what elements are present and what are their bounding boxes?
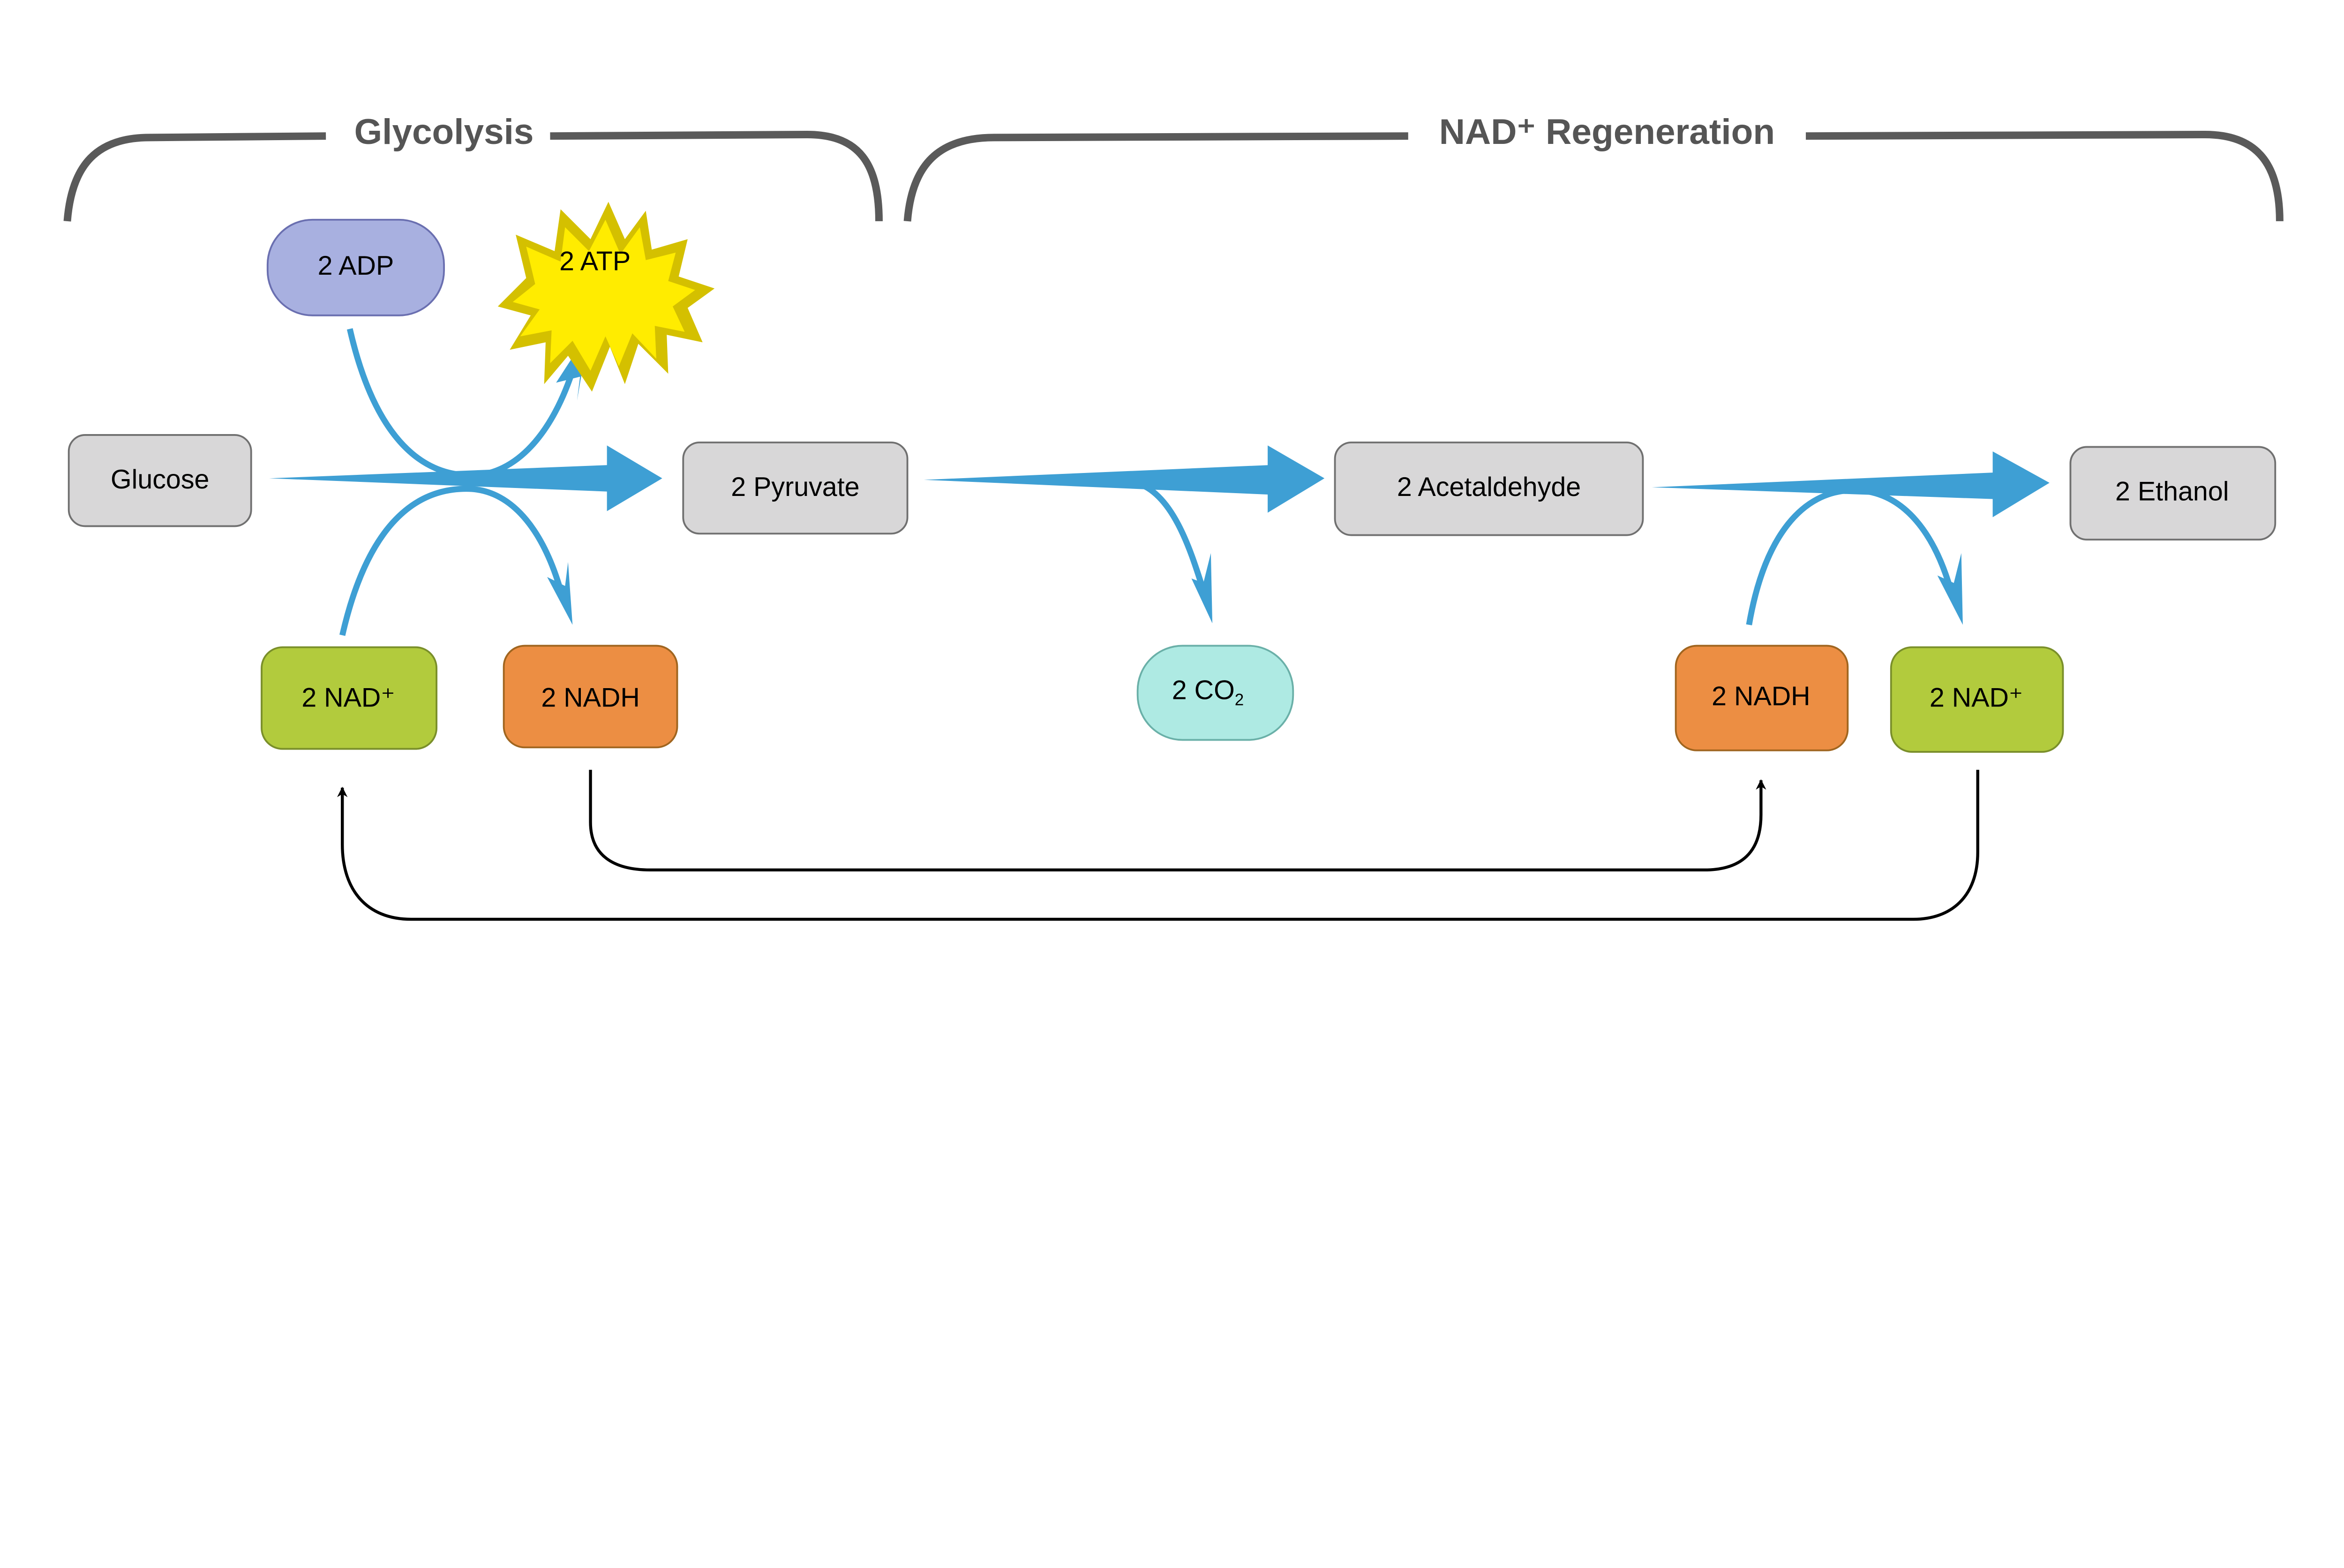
glucose-label: Glucose [111, 465, 209, 495]
acetaldehyde-box: 2 Acetaldehyde [1334, 441, 1644, 536]
arrow-pyruvate-to-acetaldehyde [924, 445, 1325, 513]
acetaldehyde-label: 2 Acetaldehyde [1397, 472, 1581, 502]
nad-right-arrowhead-icon [1937, 553, 1963, 625]
arrow-acetaldehyde-to-ethanol [1652, 451, 2050, 518]
nadh-left-box: 2 NADH [503, 645, 678, 749]
arrow-nadh-recycle [589, 770, 1766, 872]
arrow-nadh-to-nad-right [1746, 487, 1954, 625]
arrow-adp-to-atp [346, 328, 577, 479]
nad-left-box: 2 NAD⁺ [261, 646, 438, 750]
fermentation-diagram: Glycolysis NAD⁺ Regeneration Glucose 2 P… [63, 112, 2284, 921]
glycolysis-bracket-left [63, 132, 326, 222]
glucose-box: Glucose [68, 434, 252, 527]
nad-left-label: 2 NAD⁺ [301, 683, 395, 713]
nadh-right-box: 2 NADH [1675, 645, 1849, 751]
regeneration-title: NAD⁺ Regeneration [1439, 112, 1775, 152]
atp-starburst: 2 ATP [497, 202, 715, 392]
nad-right-label: 2 NAD⁺ [1930, 683, 2023, 713]
adp-label: 2 ADP [318, 251, 394, 281]
regeneration-bracket-right [1806, 131, 2284, 221]
arrow-nad-to-nadh [339, 486, 563, 636]
co2-label: 2 CO2 [1172, 675, 1244, 709]
ethanol-label: 2 Ethanol [2115, 476, 2229, 506]
nad-right-box: 2 NAD⁺ [1890, 646, 2064, 753]
pyruvate-box: 2 Pyruvate [682, 441, 909, 535]
arrow-pyruvate-to-co2 [1135, 480, 1207, 592]
arrow-nad-recycle [337, 770, 1979, 921]
ethanol-box: 2 Ethanol [2069, 446, 2276, 541]
diagram-container: Glycolysis NAD⁺ Regeneration Glucose 2 P… [63, 112, 2284, 921]
regeneration-bracket-left [903, 132, 1408, 222]
glycolysis-title: Glycolysis [354, 112, 534, 152]
co2-pill: 2 CO2 [1136, 645, 1294, 741]
nadh-right-label: 2 NADH [1712, 681, 1810, 711]
adp-pill: 2 ADP [266, 218, 445, 316]
nadh-left-label: 2 NADH [541, 683, 639, 713]
nadh-arrowhead-icon [547, 562, 573, 625]
arrow-glucose-to-pyruvate [269, 445, 662, 511]
pyruvate-label: 2 Pyruvate [731, 472, 859, 502]
co2-arrowhead-icon [1191, 553, 1213, 623]
glycolysis-bracket-right [550, 131, 883, 221]
atp-label: 2 ATP [559, 246, 631, 276]
